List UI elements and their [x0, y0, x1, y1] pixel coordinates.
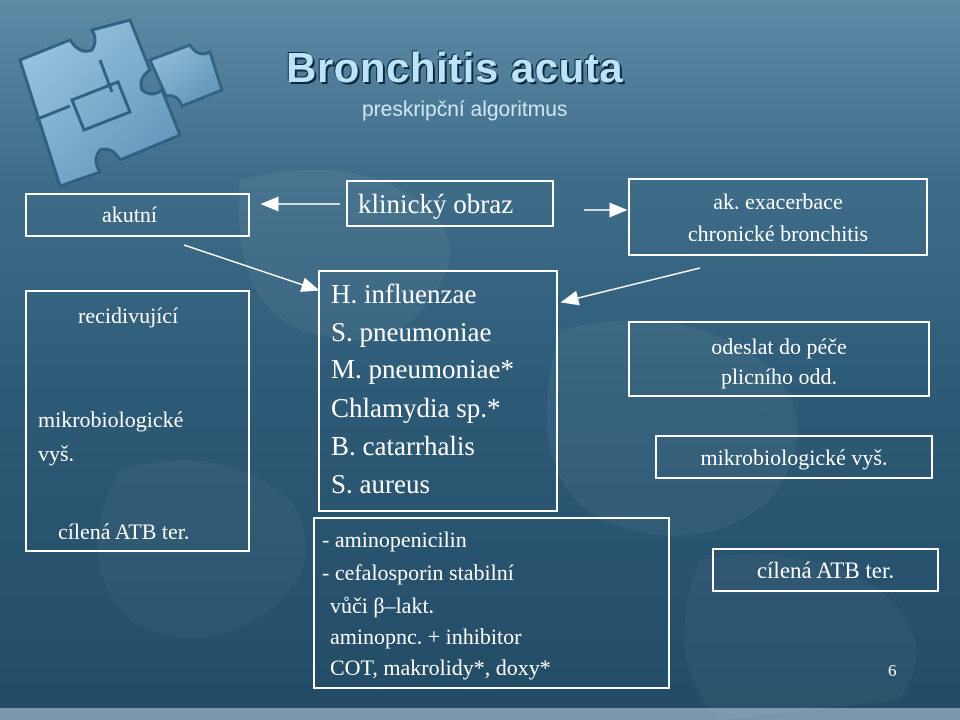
pathogen-item: H. influenzae	[331, 279, 477, 309]
box-cilena-right[interactable]	[712, 548, 939, 592]
label-mikrobiologicke-line1: mikrobiologické	[38, 407, 184, 432]
box-exacerbace[interactable]	[628, 178, 928, 256]
label-mikrobiologicke-right: mikrobiologické vyš.	[700, 445, 888, 470]
pathogen-item: M. pneumoniae*	[331, 354, 514, 384]
label-cilena-left: cílená ATB ter.	[58, 519, 190, 544]
box-left-group[interactable]	[25, 290, 250, 552]
page-subtitle: preskripční algoritmus	[362, 98, 568, 121]
box-pathogens[interactable]	[318, 270, 558, 512]
box-odeslat[interactable]	[628, 321, 930, 397]
box-akutni[interactable]	[25, 193, 250, 237]
treatment-item: vůči β–lakt.	[330, 593, 435, 618]
pathogen-item: Chlamydia sp.*	[331, 393, 501, 423]
label-exacerbace-line2: chronické bronchitis	[687, 221, 869, 246]
label-recidivujici: recidivující	[78, 303, 179, 328]
label-klinicky-obraz: klinický obraz	[358, 189, 514, 219]
treatment-item: aminopnc. + inhibitor	[330, 624, 522, 649]
pathogen-item: S. aureus	[331, 469, 430, 499]
label-odeslat-line1: odeslat do péče	[711, 334, 847, 359]
label-odeslat-line2: plicního odd.	[720, 364, 838, 389]
box-treatment[interactable]	[313, 517, 670, 689]
label-exacerbace-line1: ak. exacerbace	[713, 189, 843, 214]
pathogen-item: S. pneumoniae	[331, 317, 492, 347]
treatment-item: COT, makrolidy*, doxy*	[330, 655, 551, 680]
page-number: 6	[888, 661, 897, 680]
page-title: Bronchitis acuta	[286, 44, 624, 91]
box-klinicky-obraz[interactable]	[346, 180, 554, 227]
label-cilena-right: cílená ATB ter.	[756, 558, 895, 583]
label-mikrobiologicke-line2: vyš.	[38, 441, 75, 466]
pathogen-item: B. catarrhalis	[331, 431, 475, 461]
treatment-item: - aminopenicilin	[322, 527, 467, 552]
label-akutni: akutní	[102, 202, 157, 227]
treatment-item: - cefalosporin stabilní	[322, 560, 514, 585]
puzzle-pieces-icon	[18, 18, 224, 188]
box-mikrobiologicke-right[interactable]	[655, 435, 933, 479]
